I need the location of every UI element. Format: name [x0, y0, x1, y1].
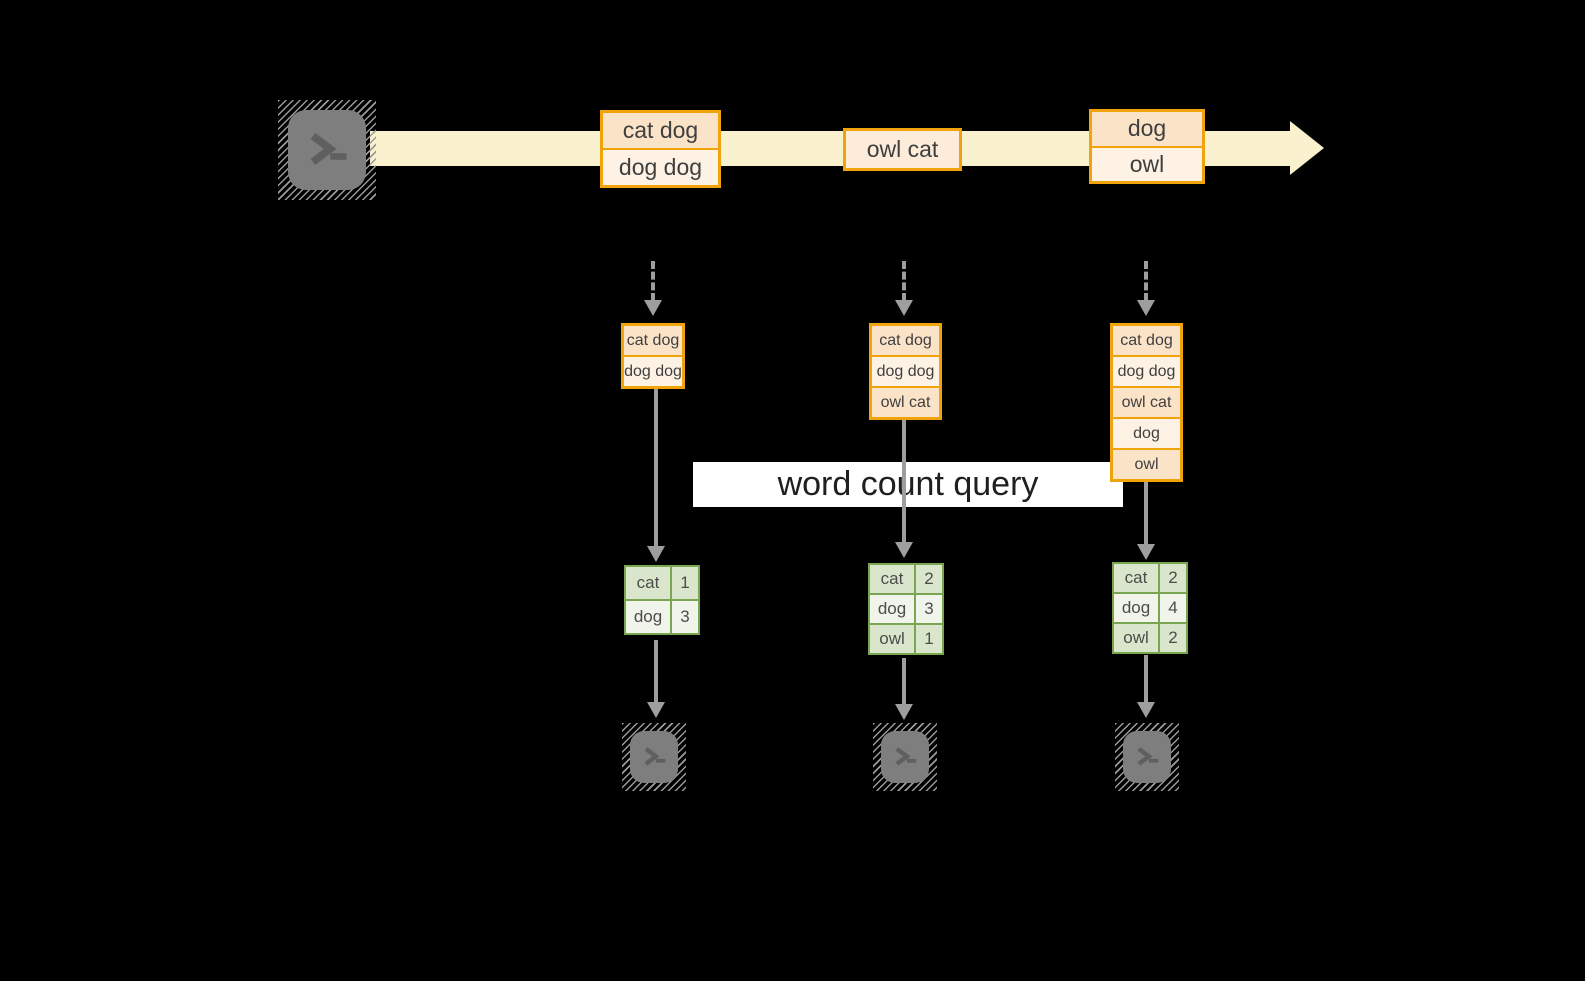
flow-line — [654, 640, 658, 702]
arrow-head — [895, 542, 913, 558]
word-cell: cat — [1112, 562, 1160, 594]
terminal-icon — [881, 731, 929, 783]
word-cell: dog — [868, 593, 916, 625]
word-cell: dog — [1112, 592, 1160, 624]
stack-row: owl cat — [872, 386, 939, 417]
arrow-head — [895, 300, 913, 316]
arrow-head — [644, 300, 662, 316]
flow-line — [902, 417, 906, 542]
stack-row: dog dog — [1113, 355, 1180, 386]
sink-terminal-icon-1 — [622, 723, 686, 791]
dashed-arrow-3 — [1144, 261, 1148, 301]
count-cell: 2 — [1158, 622, 1188, 654]
event-line: owl — [1092, 145, 1202, 181]
stack-row: dog dog — [872, 355, 939, 386]
word-count-table-3: cat 2 dog 4 owl 2 — [1112, 562, 1188, 654]
sink-terminal-icon-2 — [873, 723, 937, 791]
count-cell: 2 — [1158, 562, 1188, 594]
arrow-head — [1137, 544, 1155, 560]
arrow-head — [647, 702, 665, 718]
event-line: owl cat — [846, 131, 959, 168]
word-cell: cat — [868, 563, 916, 595]
stack-row: dog — [1113, 417, 1180, 448]
word-cell: owl — [1112, 622, 1160, 654]
dashed-arrow-2 — [902, 261, 906, 301]
word-cell: cat — [624, 565, 672, 601]
stack-row: owl cat — [1113, 386, 1180, 417]
stack-row: cat dog — [872, 326, 939, 355]
terminal-icon — [288, 110, 366, 190]
word-count-table-2: cat 2 dog 3 owl 1 — [868, 563, 944, 655]
flow-line — [902, 658, 906, 704]
stream-event-box-1: cat dog dog dog — [600, 110, 721, 188]
arrow-head — [647, 546, 665, 562]
flow-line — [1144, 655, 1148, 702]
flow-line — [1144, 481, 1148, 544]
stack-row: cat dog — [1113, 326, 1180, 355]
stack-row: owl — [1113, 448, 1180, 479]
count-cell: 1 — [914, 623, 944, 655]
accumulated-stack-3: cat dog dog dog owl cat dog owl — [1110, 323, 1183, 482]
sink-terminal-icon-3 — [1115, 723, 1179, 791]
word-cell: owl — [868, 623, 916, 655]
count-cell: 3 — [914, 593, 944, 625]
terminal-icon — [630, 731, 678, 783]
stream-arrowhead — [1290, 121, 1324, 175]
arrow-head — [1137, 300, 1155, 316]
event-line: dog dog — [603, 148, 718, 185]
terminal-icon — [1123, 731, 1171, 783]
event-line: dog — [1092, 112, 1202, 146]
query-banner: word count query — [693, 462, 1123, 507]
stack-row: cat dog — [624, 326, 682, 355]
word-cell: dog — [624, 599, 672, 635]
count-cell: 2 — [914, 563, 944, 595]
dashed-arrow-1 — [651, 261, 655, 301]
source-terminal-icon — [278, 100, 376, 200]
count-cell: 1 — [670, 565, 700, 601]
arrow-head — [1137, 702, 1155, 718]
stack-row: dog dog — [624, 355, 682, 386]
flow-line — [654, 388, 658, 546]
arrow-head — [895, 704, 913, 720]
word-count-table-1: cat 1 dog 3 — [624, 565, 700, 635]
accumulated-stack-2: cat dog dog dog owl cat — [869, 323, 942, 420]
stream-event-box-3: dog owl — [1089, 109, 1205, 184]
event-line: cat dog — [603, 113, 718, 148]
accumulated-stack-1: cat dog dog dog — [621, 323, 685, 389]
count-cell: 3 — [670, 599, 700, 635]
count-cell: 4 — [1158, 592, 1188, 624]
stream-event-box-2: owl cat — [843, 128, 962, 171]
